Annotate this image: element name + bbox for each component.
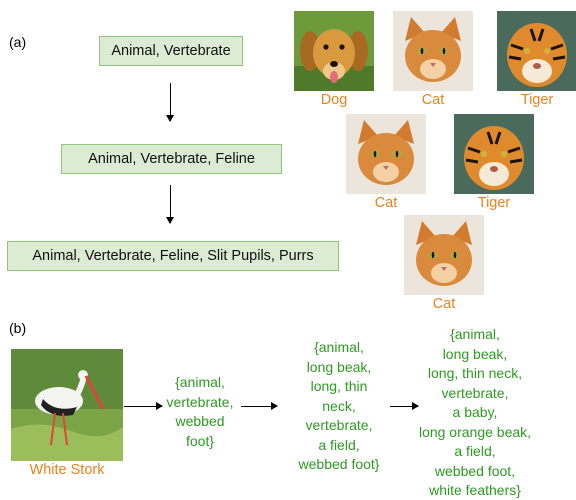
tiger-image bbox=[497, 11, 576, 91]
cat-image bbox=[346, 114, 426, 194]
dog-image bbox=[294, 11, 374, 91]
cat-image bbox=[404, 215, 484, 295]
cat-label: Cat bbox=[346, 195, 426, 211]
concept-box-level-2: Animal, Vertebrate, Feline bbox=[61, 144, 282, 174]
animal-card-tiger: Tiger bbox=[454, 114, 534, 211]
white-stork-image bbox=[11, 349, 123, 461]
attribute-set-3: {animal, long beak, long, thin neck, ver… bbox=[402, 325, 548, 500]
arrow-down-1 bbox=[170, 83, 171, 121]
panel-b-label: (b) bbox=[9, 320, 26, 336]
animal-card-cat: Cat bbox=[404, 215, 484, 312]
tiger-image bbox=[454, 114, 534, 194]
concept-box-level-3: Animal, Vertebrate, Feline, Slit Pupils,… bbox=[7, 241, 339, 271]
attribute-set-1: {animal, vertebrate, webbed foot} bbox=[156, 373, 244, 451]
arrow-right-2 bbox=[241, 406, 277, 407]
arrow-down-2 bbox=[170, 185, 171, 223]
attribute-set-2: {animal, long beak, long, thin neck, ver… bbox=[280, 338, 398, 475]
panel-a-label: (a) bbox=[9, 34, 26, 50]
animal-card-cat: Cat bbox=[393, 11, 473, 108]
dog-label: Dog bbox=[294, 92, 374, 108]
animal-card-tiger: Tiger bbox=[497, 11, 576, 108]
tiger-label: Tiger bbox=[454, 195, 534, 211]
cat-label: Cat bbox=[393, 92, 473, 108]
animal-card-cat: Cat bbox=[346, 114, 426, 211]
white-stork-label: White Stork bbox=[11, 462, 123, 478]
cat-image bbox=[393, 11, 473, 91]
animal-card-white-stork: White Stork bbox=[11, 349, 123, 478]
tiger-label: Tiger bbox=[497, 92, 576, 108]
concept-box-level-1: Animal, Vertebrate bbox=[99, 36, 243, 66]
animal-card-dog: Dog bbox=[294, 11, 374, 108]
cat-label: Cat bbox=[404, 296, 484, 312]
